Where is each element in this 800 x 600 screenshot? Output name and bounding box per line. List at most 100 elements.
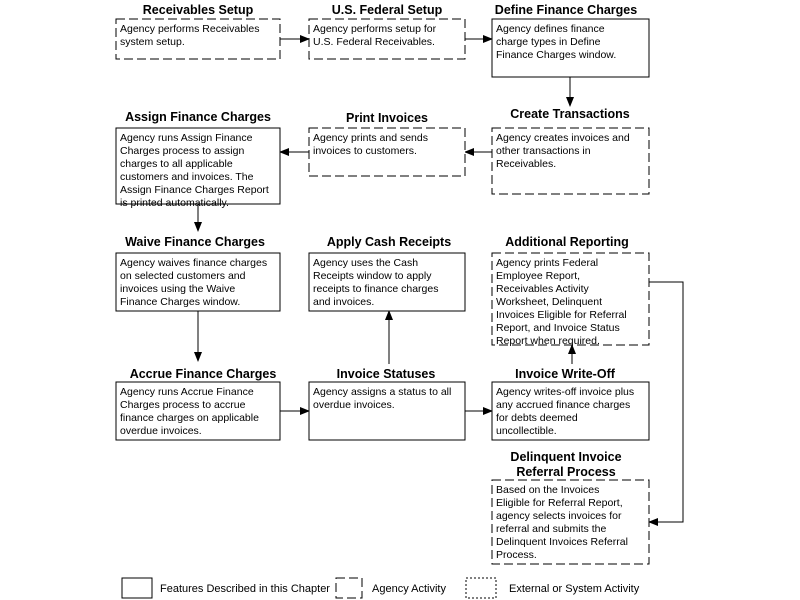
delinquent-invoice-referral-process-title: Delinquent Invoice	[510, 450, 621, 464]
define-finance-charges-box	[491, 18, 650, 78]
additional-reporting-title: Additional Reporting	[505, 235, 629, 249]
assign-finance-charges-title: Assign Finance Charges	[125, 110, 271, 124]
receivables-setup-description: system setup.	[120, 36, 185, 48]
assign-finance-charges-description: Assign Finance Charges Report	[120, 184, 269, 196]
legend-item-external: External or System Activity	[465, 577, 640, 599]
assign-finance-charges-description: Charges process to assign	[120, 145, 244, 157]
additional-reporting-description: Report when required.	[496, 335, 600, 347]
invoice-write-off-box	[491, 381, 650, 441]
define-finance-charges-title: Define Finance Charges	[495, 3, 637, 17]
delinquent-invoice-referral-process-description: referral and submits the	[496, 523, 606, 535]
apply-cash-receipts-description: Agency uses the Cash	[313, 257, 418, 269]
delinquent-invoice-referral-process-description: Based on the Invoices	[496, 484, 599, 496]
legend-swatch-agency	[335, 577, 363, 599]
delinquent-invoice-referral-process-title: Referral Process	[516, 465, 615, 479]
accrue-finance-charges-description: overdue invoices.	[120, 425, 202, 437]
accrue-finance-charges-description: Agency runs Accrue Finance	[120, 386, 254, 398]
waive-finance-charges-description: Finance Charges window.	[120, 296, 240, 308]
legend-label-agency: Agency Activity	[372, 583, 446, 595]
delinquent-invoice-referral-process-box	[491, 479, 650, 565]
assign-finance-charges-description: is printed automatically.	[120, 197, 229, 209]
create-transactions-description: Agency creates invoices and	[496, 132, 630, 144]
legend-swatch-feature	[121, 577, 153, 599]
us-federal-setup-box	[308, 18, 466, 60]
delinquent-invoice-referral-process-description: Eligible for Referral Report,	[496, 497, 623, 509]
additional-reporting-description: Report, and Invoice Status	[496, 322, 620, 334]
us-federal-setup-description: Agency performs setup for	[313, 23, 437, 35]
invoice-statuses-description: overdue invoices.	[313, 399, 395, 411]
create-transactions-description: other transactions in	[496, 145, 591, 157]
us-federal-setup-description: U.S. Federal Receivables.	[313, 36, 435, 48]
assign-finance-charges-description: customers and invoices. The	[120, 171, 254, 183]
apply-cash-receipts-description: receipts to finance charges	[313, 283, 439, 295]
legend-label-external: External or System Activity	[509, 583, 640, 595]
legend: Features Described in this Chapter Agency…	[121, 577, 640, 599]
create-transactions-description: Receivables.	[496, 158, 556, 170]
define-finance-charges-description: Agency defines finance	[496, 23, 605, 35]
legend-label-feature: Features Described in this Chapter	[160, 583, 330, 595]
invoice-write-off-description: for debts deemed	[496, 412, 578, 424]
apply-cash-receipts-description: and invoices.	[313, 296, 374, 308]
accrue-finance-charges-box	[115, 381, 281, 441]
waive-finance-charges-box	[115, 252, 281, 312]
invoice-write-off-description: any accrued finance charges	[496, 399, 630, 411]
legend-item-agency: Agency Activity	[335, 577, 446, 599]
invoice-statuses-box	[308, 381, 466, 441]
apply-cash-receipts-description: Receipts window to apply	[313, 270, 432, 282]
receivables-setup-title: Receivables Setup	[143, 3, 254, 17]
print-invoices-description: Agency prints and sends	[313, 132, 428, 144]
assign-finance-charges-box	[115, 127, 281, 205]
additional-reporting-description: Worksheet, Delinquent	[496, 296, 602, 308]
define-finance-charges-description: charge types in Define	[496, 36, 601, 48]
delinquent-invoice-referral-process-description: agency selects invoices for	[496, 510, 622, 522]
apply-cash-receipts-box	[308, 252, 466, 312]
waive-finance-charges-title: Waive Finance Charges	[125, 235, 265, 249]
define-finance-charges-description: Finance Charges window.	[496, 49, 616, 61]
waive-finance-charges-description: invoices using the Waive	[120, 283, 235, 295]
apply-cash-receipts-title: Apply Cash Receipts	[327, 235, 451, 249]
create-transactions-box	[491, 127, 650, 195]
receivables-setup-box	[115, 18, 281, 60]
legend-swatch-external	[465, 577, 497, 599]
print-invoices-title: Print Invoices	[346, 111, 428, 125]
invoice-statuses-title: Invoice Statuses	[337, 367, 436, 381]
create-transactions-title: Create Transactions	[510, 107, 630, 121]
connector-layer	[194, 35, 684, 526]
additional-reporting-description: Agency prints Federal	[496, 257, 598, 269]
invoice-statuses-description: Agency assigns a status to all	[313, 386, 451, 398]
receivables-setup-description: Agency performs Receivables	[120, 23, 259, 35]
invoice-write-off-title: Invoice Write-Off	[515, 367, 616, 381]
invoice-write-off-description: uncollectible.	[496, 425, 557, 437]
delinquent-invoice-referral-process-description: Delinquent Invoices Referral	[496, 536, 628, 548]
accrue-finance-charges-title: Accrue Finance Charges	[130, 367, 277, 381]
us-federal-setup-title: U.S. Federal Setup	[332, 3, 443, 17]
additional-reporting-description: Invoices Eligible for Referral	[496, 309, 627, 321]
additional-reporting-box	[491, 252, 650, 346]
assign-finance-charges-description: Agency runs Assign Finance	[120, 132, 253, 144]
additional-reporting-description: Receivables Activity	[496, 283, 590, 295]
print-invoices-description: invoices to customers.	[313, 145, 417, 157]
print-invoices-box	[308, 127, 466, 177]
delinquent-invoice-referral-process-description: Process.	[496, 549, 537, 561]
reporting-to-referral-arrow	[648, 281, 684, 526]
accrue-finance-charges-description: Charges process to accrue	[120, 399, 246, 411]
additional-reporting-description: Employee Report,	[496, 270, 580, 282]
invoice-write-off-description: Agency writes-off invoice plus	[496, 386, 634, 398]
assign-finance-charges-description: charges to all applicable	[120, 158, 233, 170]
accrue-finance-charges-description: finance charges on applicable	[120, 412, 259, 424]
legend-item-feature: Features Described in this Chapter	[121, 577, 330, 599]
